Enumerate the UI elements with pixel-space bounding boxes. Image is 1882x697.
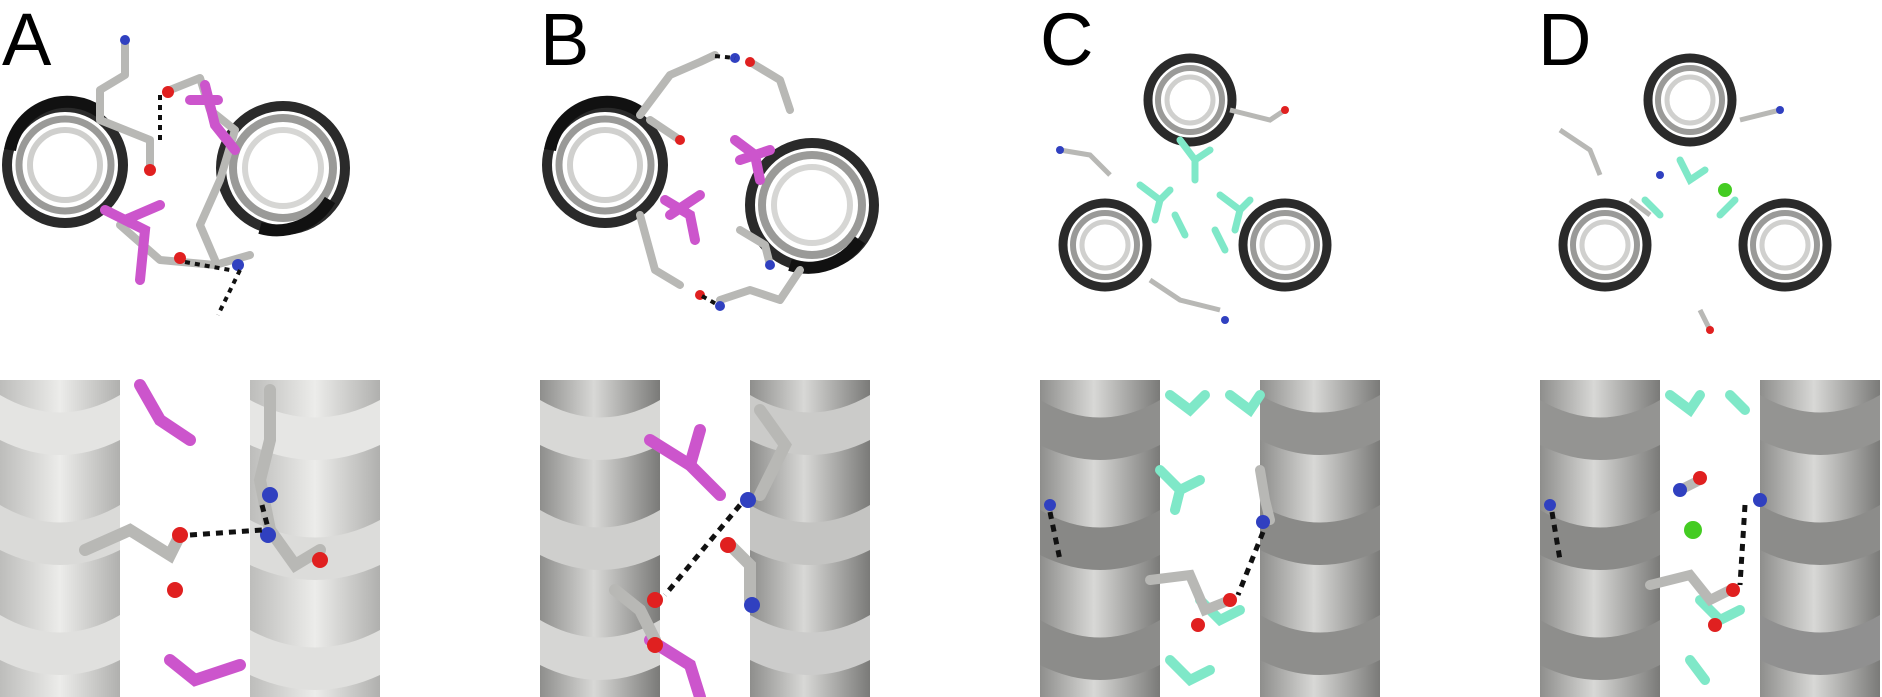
helix-end-view: [1643, 53, 1737, 147]
helix-end-view: [216, 101, 350, 237]
side-chain: [636, 51, 804, 304]
oxygen-atom: [1281, 106, 1289, 114]
nitrogen-atom: [260, 527, 276, 543]
hydrogen-bond: [1549, 504, 1748, 586]
panel-d-side-view: [1540, 380, 1880, 697]
hydrogen-bond: [158, 95, 242, 316]
nitrogen-atom: [715, 301, 725, 311]
oxygen-atom: [745, 57, 755, 67]
panel-c-top-view: [1056, 53, 1332, 324]
panel-b-side-view: [540, 380, 870, 697]
oxygen-atom: [144, 164, 156, 176]
nitrogen-atom: [1044, 499, 1056, 511]
panel-c-side-view: [1040, 380, 1380, 697]
residue-cyan: [1665, 390, 1750, 685]
nitrogen-atom: [262, 487, 278, 503]
helix-end-view: [1238, 198, 1332, 292]
metal-ion: [1684, 521, 1702, 539]
hydrogen-bond: [189, 504, 271, 538]
oxygen-atom: [174, 252, 186, 264]
oxygen-atom: [720, 537, 736, 553]
oxygen-atom: [647, 637, 663, 653]
residue-cyan: [1641, 156, 1739, 219]
nitrogen-atom: [765, 260, 775, 270]
nitrogen-atom: [1776, 106, 1784, 114]
helix-end-view: [542, 95, 668, 228]
nitrogen-atom: [1753, 493, 1767, 507]
helix-end-view: [1738, 198, 1832, 292]
nitrogen-atom: [1056, 146, 1064, 154]
nitrogen-atom: [1256, 515, 1270, 529]
residue-magenta: [644, 424, 726, 697]
nitrogen-atom: [1673, 483, 1687, 497]
side-chain: [1145, 465, 1275, 617]
oxygen-atom: [162, 86, 174, 98]
nitrogen-atom: [120, 35, 130, 45]
hydrogen-bond: [663, 503, 742, 597]
oxygen-atom: [1706, 326, 1714, 334]
side-chain: [79, 384, 326, 573]
oxygen-atom: [312, 552, 328, 568]
panel-label-b: B: [540, 0, 590, 81]
panel-label-a: A: [2, 0, 52, 81]
side-chain: [609, 404, 792, 646]
oxygen-atom: [675, 135, 685, 145]
oxygen-atom: [172, 527, 188, 543]
side-chain: [1558, 107, 1781, 332]
panel-label-c: C: [1040, 0, 1094, 81]
side-chain: [1645, 475, 1735, 607]
residue-cyan: [1136, 136, 1254, 254]
oxygen-atom: [1693, 471, 1707, 485]
helix-end-view: [2, 95, 128, 228]
hydrogen-bond: [701, 54, 736, 307]
metal-ion: [1718, 183, 1732, 197]
nitrogen-atom: [1656, 171, 1664, 179]
panel-a-top-view: [2, 35, 350, 316]
oxygen-atom: [167, 582, 183, 598]
helix-end-view: [1558, 198, 1652, 292]
residue-magenta: [660, 135, 775, 245]
panel-d-top-view: [1558, 53, 1832, 334]
oxygen-atom: [1708, 618, 1722, 632]
residue-magenta: [134, 379, 246, 687]
oxygen-atom: [1726, 583, 1740, 597]
residue-magenta: [100, 80, 240, 285]
panel-a-side-view: [0, 379, 380, 697]
nitrogen-atom: [1221, 316, 1229, 324]
hydrogen-bond: [1047, 511, 1266, 596]
nitrogen-atom: [1544, 499, 1556, 511]
panel-b-top-view: [542, 51, 879, 311]
oxygen-atom: [1223, 593, 1237, 607]
nitrogen-atom: [740, 492, 756, 508]
oxygen-atom: [1191, 618, 1205, 632]
helix-end-view: [1143, 53, 1237, 147]
panel-label-d: D: [1538, 0, 1592, 81]
nitrogen-atom: [744, 597, 760, 613]
nitrogen-atom: [232, 259, 244, 271]
side-chain: [1059, 107, 1287, 313]
residue-cyan: [1155, 390, 1265, 687]
helix-end-view: [1058, 198, 1152, 292]
oxygen-atom: [647, 592, 663, 608]
